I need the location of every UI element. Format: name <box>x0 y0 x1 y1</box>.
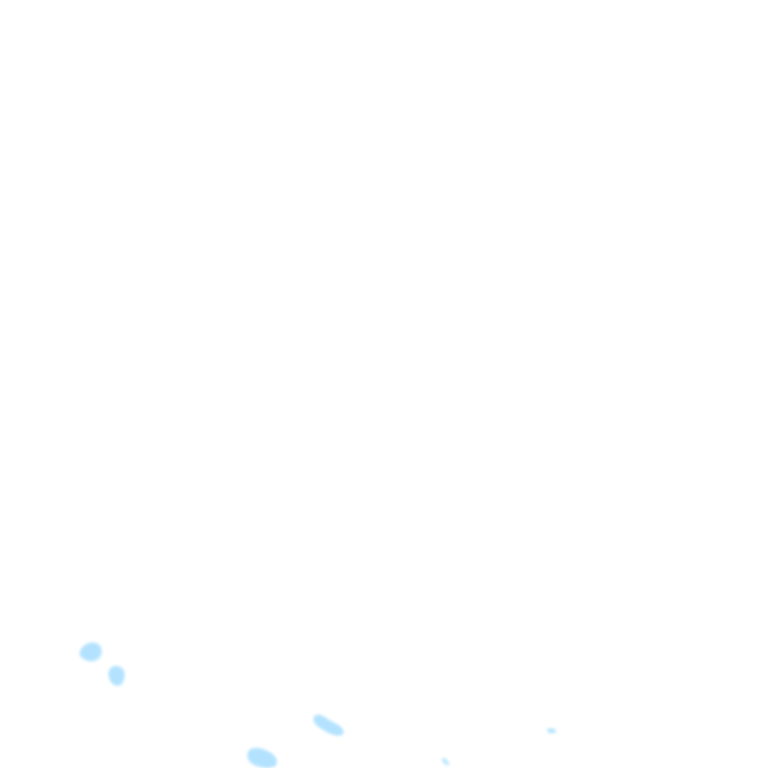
island-1-shape <box>80 643 102 661</box>
island-5-shape <box>547 728 556 733</box>
island-6-shape <box>442 758 449 765</box>
island-4 <box>247 748 277 768</box>
island-2 <box>109 666 125 686</box>
island-6 <box>442 758 449 765</box>
island-layer <box>80 643 556 768</box>
island-3 <box>313 715 344 736</box>
island-3-shape <box>313 715 344 736</box>
island-2-shape <box>109 666 125 686</box>
island-4-shape <box>247 748 277 768</box>
island-5 <box>547 728 556 733</box>
island-1 <box>80 643 102 661</box>
